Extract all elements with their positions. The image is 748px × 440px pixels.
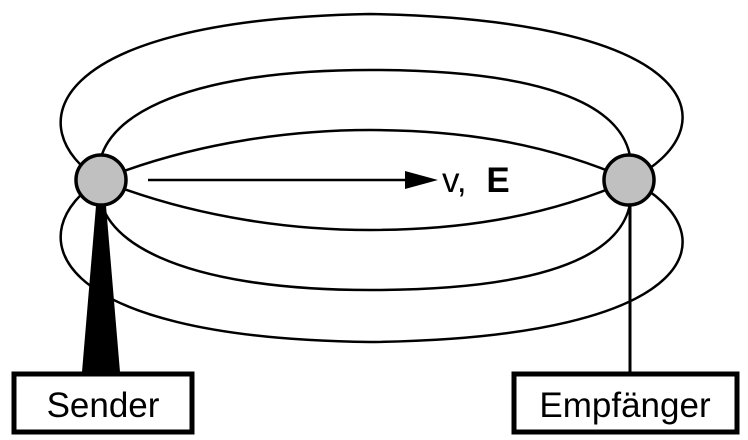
receiver-label: Empfänger xyxy=(539,386,711,425)
field-line-inner-bottom xyxy=(99,178,631,232)
field-line-inner-top xyxy=(99,128,631,182)
sender-node xyxy=(74,153,128,207)
field-line-middle-bottom xyxy=(98,179,633,292)
sender-label: Sender xyxy=(47,386,160,425)
field-line-outer-top xyxy=(59,12,684,182)
propagation-arrow-head xyxy=(405,171,438,189)
field-line-outer-bottom xyxy=(59,178,684,344)
sender-label-box xyxy=(11,371,195,435)
field-line-middle-top xyxy=(98,68,633,181)
sender-antenna xyxy=(82,182,120,372)
velocity-energy-label: v, E xyxy=(442,161,510,200)
energy-symbol: E xyxy=(486,161,509,200)
receiver-node xyxy=(602,153,656,207)
receiver-label-box xyxy=(511,371,740,435)
velocity-symbol: v, xyxy=(442,161,467,200)
